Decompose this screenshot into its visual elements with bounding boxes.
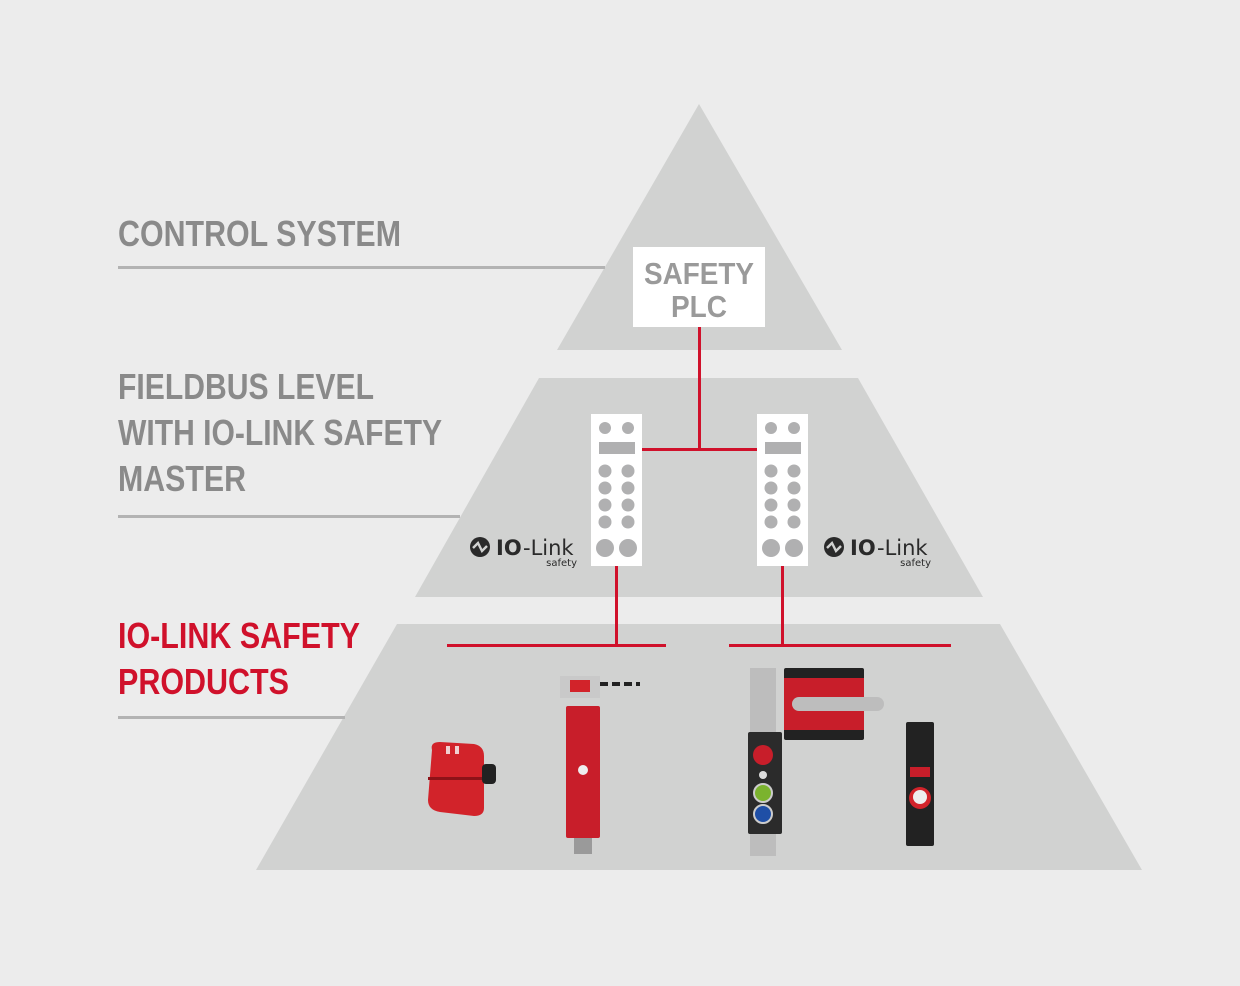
master-port <box>764 464 778 478</box>
master-power-port <box>762 539 780 557</box>
master-port <box>787 515 801 529</box>
pyramid-tier-products <box>256 624 1142 870</box>
master-port <box>764 515 778 529</box>
io-link-safety-logo-left: IO -Link safety <box>470 536 577 569</box>
master-port <box>787 498 801 512</box>
pyramid-tier-control <box>557 104 842 350</box>
master-power-port <box>785 539 803 557</box>
master-port <box>598 515 612 529</box>
master-display <box>599 442 635 454</box>
products-label-line-2: PRODUCTS <box>118 661 289 702</box>
control-divider <box>118 266 605 269</box>
master-port <box>764 481 778 495</box>
product-rfid-safety-sensor <box>428 742 496 816</box>
master-port <box>598 498 612 512</box>
master-led <box>788 422 800 434</box>
master-port <box>621 515 635 529</box>
io-link-safety-logo-right: IO -Link safety <box>824 536 931 569</box>
fieldbus-label-line-1: FIELDBUS LEVEL <box>118 366 374 407</box>
io-link-suffix: -Link <box>877 536 928 560</box>
master-port <box>787 481 801 495</box>
product-rfid-actuator <box>906 722 934 846</box>
master-display <box>765 442 801 454</box>
plc-label-line-2: PLC <box>671 289 727 324</box>
master-port <box>764 498 778 512</box>
master-port <box>598 464 612 478</box>
master-power-port <box>619 539 637 557</box>
io-link-brand: IO <box>496 536 522 560</box>
plc-label-line-1: SAFETY <box>644 256 754 291</box>
io-link-safety-sub: safety <box>546 558 577 569</box>
products-divider <box>118 716 345 719</box>
master-port <box>621 464 635 478</box>
io-link-safety-master-right <box>757 414 808 566</box>
product-safety-switch-locking <box>560 676 640 854</box>
io-link-brand: IO <box>850 536 876 560</box>
master-port <box>621 481 635 495</box>
fieldbus-divider <box>118 515 460 518</box>
products-label-line-1: IO-LINK SAFETY <box>118 615 360 656</box>
master-port <box>621 498 635 512</box>
safety-plc-box: SAFETY PLC <box>633 247 765 327</box>
io-link-suffix: -Link <box>523 536 574 560</box>
fieldbus-label-line-3: MASTER <box>118 458 246 499</box>
network-connections <box>447 327 951 647</box>
master-port <box>598 481 612 495</box>
master-led <box>599 422 611 434</box>
io-link-safety-master-left <box>591 414 642 566</box>
control-system-label: CONTROL SYSTEM <box>118 213 401 254</box>
master-port <box>787 464 801 478</box>
io-link-safety-sub: safety <box>900 558 931 569</box>
fieldbus-label-line-2: WITH IO-LINK SAFETY <box>118 412 442 453</box>
product-multifunctional-gate-box <box>748 668 884 856</box>
master-power-port <box>596 539 614 557</box>
master-led <box>622 422 634 434</box>
master-led <box>765 422 777 434</box>
